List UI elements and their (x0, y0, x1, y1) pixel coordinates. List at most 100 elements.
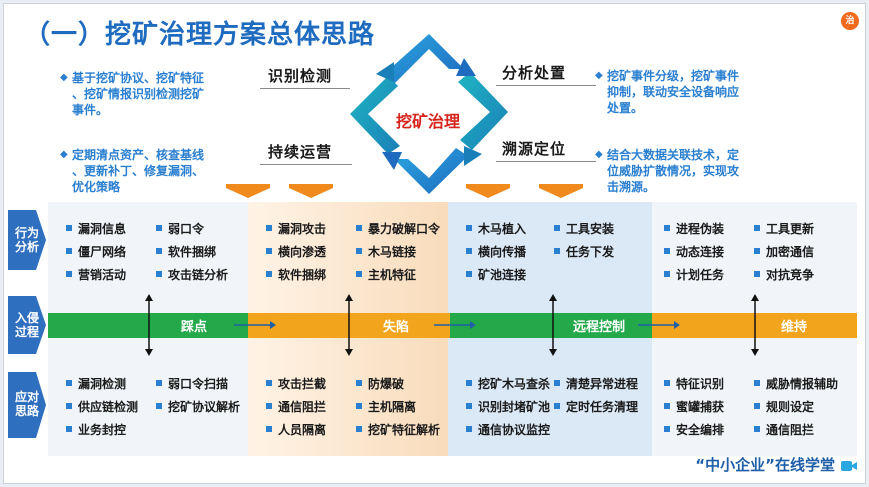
double-arrow-icon (549, 294, 557, 356)
square-bullet-icon (356, 380, 362, 386)
behavior-item: 漏洞信息 (66, 222, 126, 236)
response-item: 攻击拦截 (266, 377, 326, 391)
square-bullet-icon (664, 426, 670, 432)
row-label-shape (8, 372, 46, 438)
cycle-segment-top (384, 34, 464, 84)
divider (496, 161, 596, 162)
behavior-item: 僵尸网络 (66, 245, 126, 259)
response-item: 弱口令扫描 (156, 377, 228, 391)
behavior-item-label: 弱口令 (168, 222, 205, 236)
response-item-label: 主机隔离 (368, 400, 417, 414)
square-bullet-icon (466, 403, 472, 409)
row-label-response: 应对 思路 (14, 390, 39, 418)
double-arrow-icon (751, 294, 759, 356)
behavior-item-label: 软件捆绑 (168, 245, 217, 259)
square-bullet-icon (66, 380, 72, 386)
response-item-label: 通信协议监控 (478, 423, 551, 437)
response-item-label: 蜜罐捕获 (676, 400, 725, 414)
behavior-item-label: 暴力破解口令 (368, 222, 441, 236)
square-bullet-icon (266, 403, 272, 409)
divider (496, 85, 596, 86)
connector-arrow-icon (234, 321, 276, 329)
row-label-behavior: 行为 分析 (14, 226, 39, 254)
behavior-item: 漏洞攻击 (266, 222, 326, 236)
behavior-item: 软件捆绑 (266, 268, 326, 282)
stage-label-recon: 踩点 (180, 320, 207, 335)
square-bullet-icon (754, 403, 760, 409)
phase-operate: 持续运营 (268, 143, 333, 161)
behavior-item: 营销活动 (66, 268, 126, 282)
behavior-item-label: 对抗竞争 (766, 268, 815, 282)
square-bullet-icon (664, 271, 670, 277)
response-item-label: 防爆破 (368, 377, 405, 391)
behavior-item-label: 工具安装 (566, 222, 615, 236)
bullet-analyze: ◆ 挖矿事件分级，挖矿事件 抑制，联动安全设备响应 处置。 (595, 69, 740, 115)
footer-brand: “中小企业”在线学堂 (695, 456, 835, 474)
square-bullet-icon (664, 225, 670, 231)
square-bullet-icon (664, 403, 670, 409)
behavior-item-label: 矿池连接 (478, 268, 527, 282)
square-bullet-icon (554, 248, 560, 254)
behavior-item-label: 攻击链分析 (168, 268, 229, 282)
phase-analyze: 分析处置 (502, 64, 567, 82)
response-item: 蜜罐捕获 (664, 400, 724, 414)
behavior-item: 横向传播 (466, 245, 526, 259)
behavior-item-label: 横向传播 (478, 245, 527, 259)
stage-label-remote: 远程控制 (572, 320, 625, 335)
behavior-item-label: 动态连接 (676, 245, 725, 259)
bullet-identify: ◆ 基于挖矿协议、挖矿特征 、挖矿情报识别检测挖矿 事件。 (60, 71, 205, 117)
arrow-tip (382, 152, 402, 170)
cycle-segment-right (458, 72, 508, 150)
behavior-item-label: 横向渗透 (278, 245, 327, 259)
response-item: 挖矿木马查杀 (466, 377, 550, 391)
response-item: 通信协议监控 (466, 423, 550, 437)
phase-identify: 识别检测 (268, 67, 333, 85)
behavior-item-label: 任务下发 (566, 245, 615, 259)
response-item: 通信阻拦 (266, 400, 326, 414)
square-bullet-icon (66, 271, 72, 277)
stage-band-remote (450, 313, 652, 338)
response-item: 挖矿特征解析 (356, 423, 440, 437)
square-bullet-icon (356, 248, 362, 254)
response-item: 识别封堵矿池 (466, 400, 550, 414)
behavior-item: 攻击链分析 (156, 268, 228, 282)
square-bullet-icon (266, 380, 272, 386)
square-bullet-icon (356, 403, 362, 409)
response-item-label: 供应链检测 (78, 400, 139, 414)
behavior-item: 木马植入 (466, 222, 526, 236)
square-bullet-icon (554, 403, 560, 409)
down-arrow-icon (226, 184, 270, 198)
behavior-item: 进程伪装 (664, 222, 724, 236)
response-item: 人员隔离 (266, 423, 326, 437)
square-bullet-icon (554, 380, 560, 386)
response-item: 威胁情报辅助 (754, 377, 838, 391)
square-bullet-icon (466, 380, 472, 386)
behavior-item: 暴力破解口令 (356, 222, 440, 236)
behavior-item: 软件捆绑 (156, 245, 216, 259)
square-bullet-icon (754, 271, 760, 277)
response-item-label: 挖矿木马查杀 (478, 377, 551, 391)
behavior-item-label: 进程伪装 (676, 222, 725, 236)
behavior-item: 加密通信 (754, 245, 814, 259)
divider (260, 88, 350, 89)
behavior-item-label: 漏洞信息 (78, 222, 127, 236)
down-arrow-icon (289, 184, 333, 198)
behavior-item-label: 计划任务 (676, 268, 725, 282)
square-bullet-icon (266, 225, 272, 231)
square-bullet-icon (156, 380, 162, 386)
square-bullet-icon (356, 426, 362, 432)
square-bullet-icon (664, 248, 670, 254)
behavior-item: 计划任务 (664, 268, 724, 282)
cycle-segment-left (350, 76, 400, 154)
behavior-item-label: 木马植入 (478, 222, 527, 236)
square-bullet-icon (466, 248, 472, 254)
phase-trace: 溯源定位 (502, 140, 567, 158)
behavior-item-label: 漏洞攻击 (278, 222, 327, 236)
diamond-bullet-icon: ◆ (60, 149, 68, 160)
stage-label-compromise: 失陷 (382, 320, 409, 335)
square-bullet-icon (754, 225, 760, 231)
bullet-operate: ◆ 定期清点资产、核查基线 、更新补丁、修复漏洞、 优化策略 (60, 148, 205, 194)
behavior-item-label: 工具更新 (766, 222, 815, 236)
response-item-label: 人员隔离 (278, 423, 327, 437)
behavior-item: 主机特征 (356, 268, 416, 282)
